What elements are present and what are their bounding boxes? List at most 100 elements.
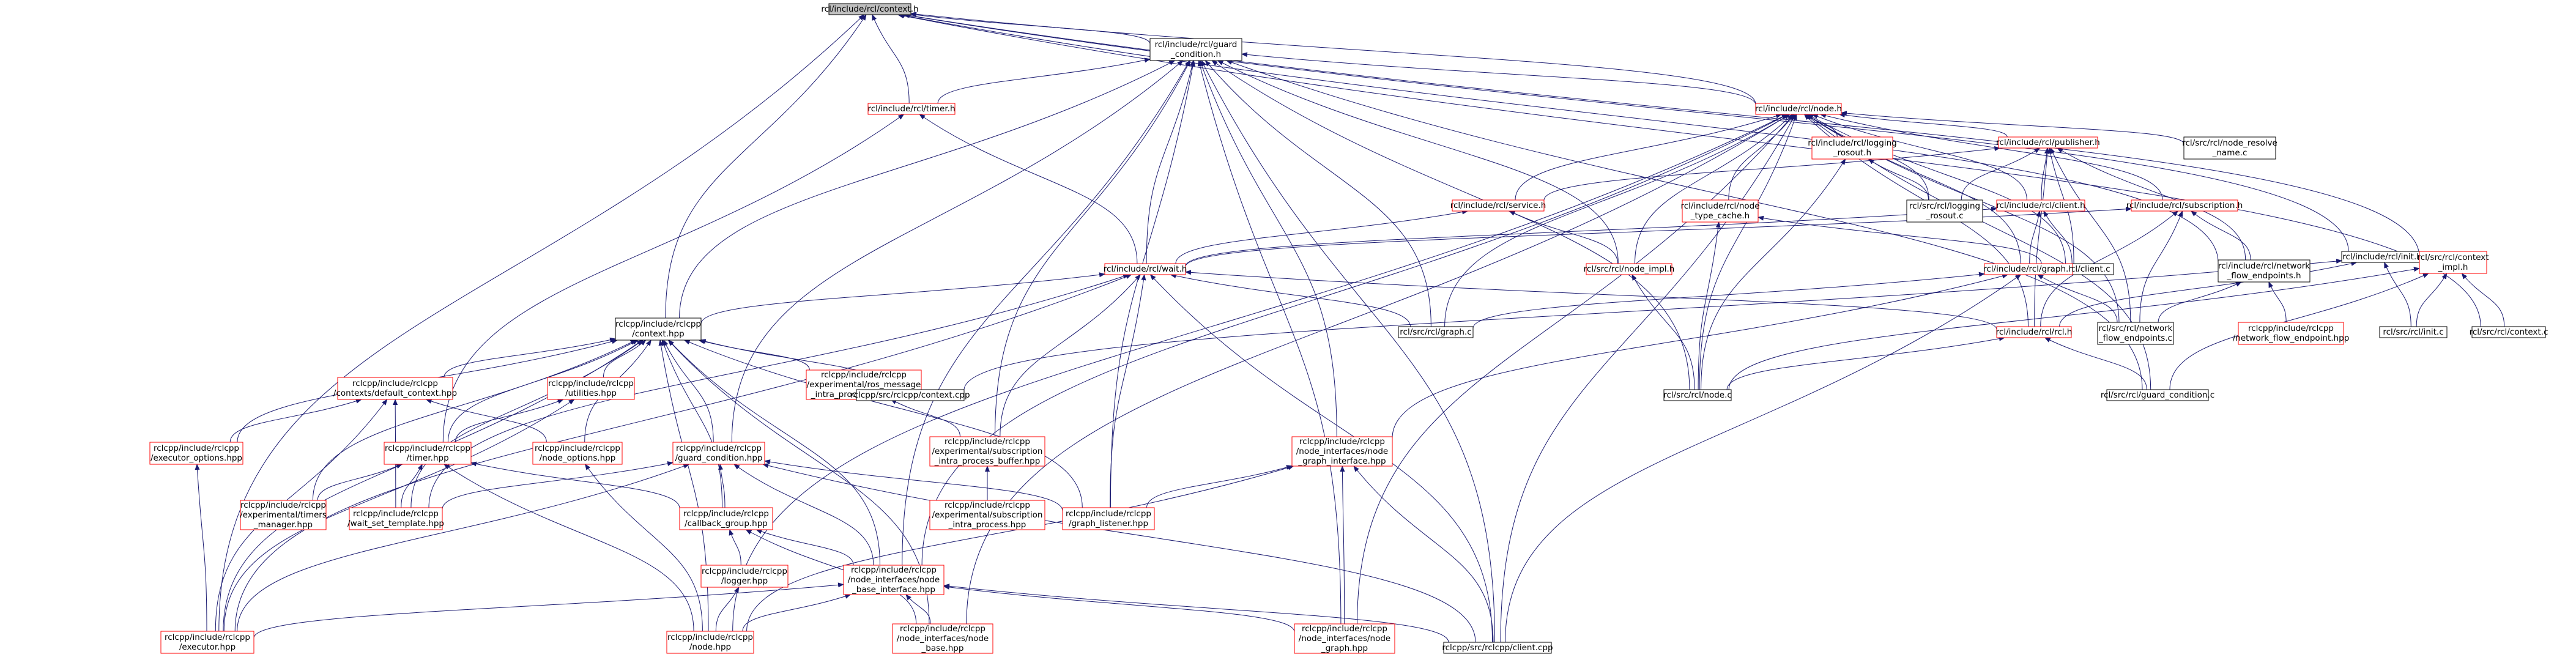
node-node_c[interactable]: rcl/src/rcl/node.c (1663, 389, 1732, 401)
node-utilities_hpp[interactable]: rclcpp/include/rclcpp/utilities.hpp (547, 377, 635, 400)
node-node_hpp[interactable]: rclcpp/include/rclcpp/node.hpp (666, 631, 754, 654)
node-label: rcl/include/rcl/rcl.h (1996, 327, 2073, 337)
node-label: rclcpp/include/rclcpp/logger.hpp (702, 566, 787, 586)
edge-wait_h-to-timer_h (919, 114, 1138, 264)
node-client_h[interactable]: rcl/include/rcl/client.h (1996, 199, 2085, 212)
node-service_h[interactable]: rcl/include/rcl/service.h (1450, 199, 1546, 212)
node-label: rcl/include/rcl/node_type_cache.h (1680, 201, 1759, 221)
node-box (2183, 136, 2276, 160)
node-init_h[interactable]: rcl/include/rcl/init.h (2341, 251, 2423, 263)
node-label: rclcpp/include/rclcpp/network_flow_endpo… (2233, 324, 2350, 343)
node-timer_h[interactable]: rcl/include/rcl/timer.h (867, 103, 956, 115)
node-client_cpp[interactable]: rclcpp/src/rclcpp/client.cpp (1442, 642, 1553, 654)
edge-sub_ipb_hpp-to-guard_condition_h (995, 60, 1191, 437)
node-box (1996, 326, 2072, 338)
node-label: rclcpp/include/rclcpp/experimental/subsc… (932, 437, 1042, 466)
edge-client_h-to-publisher_h (2041, 147, 2049, 201)
node-box (1586, 263, 1672, 275)
node-publisher_h[interactable]: rcl/include/rcl/publisher.h (1996, 136, 2100, 149)
node-timer_hpp[interactable]: rclcpp/include/rclcpp/timer.hpp (384, 442, 472, 465)
node-label: rclcpp/include/rclcpp/node_interfaces/no… (897, 624, 989, 653)
node-context_h[interactable]: rcl/include/rcl/context.h (821, 3, 919, 15)
node-node_base_hpp[interactable]: rclcpp/include/rclcpp/node_interfaces/no… (892, 623, 993, 654)
node-box (1452, 199, 1545, 212)
edge-node_graph_interface_hpp-to-graph_h (1392, 273, 2009, 439)
edge-graph_h-to-client_h (2029, 210, 2041, 264)
node-sub_ipb_hpp[interactable]: rclcpp/include/rclcpp/experimental/subsc… (929, 436, 1045, 467)
node-network_flow_endpoints_c[interactable]: rcl/src/rcl/network_flow_endpoints.c (2097, 322, 2174, 345)
node-guard_condition_hpp[interactable]: rclcpp/include/rclcpp/guard_condition.hp… (672, 442, 765, 465)
edge-guard_condition_c-to-guard_condition_h (1226, 60, 2143, 390)
edge-node_type_cache_h-to-node_h (1728, 114, 1795, 201)
node-label: rcl/include/rcl/guard_condition.h (1155, 40, 1238, 59)
node-rcl_h[interactable]: rcl/include/rcl/rcl.h (1996, 326, 2073, 338)
node-node_type_cache_h[interactable]: rcl/include/rcl/node_type_cache.h (1680, 199, 1760, 223)
node-label: rclcpp/src/rclcpp/context.cpp (850, 390, 970, 400)
node-label: rcl/include/rcl/graph.h (1983, 264, 2074, 274)
node-node_impl_h[interactable]: rcl/src/rcl/node_impl.h (1584, 263, 1675, 275)
edge-guard_condition_hpp-to-rclcpp_context_hpp (663, 339, 714, 443)
edge-graph_c-to-graph_h (1472, 272, 1985, 328)
node-label: rclcpp/include/rclcpp/node_options.hpp (535, 443, 620, 463)
edge-client_c-to-node_type_cache_h (1758, 215, 2042, 264)
node-box (240, 500, 327, 530)
node-network_flow_endpoint_hpp[interactable]: rclcpp/include/rclcpp/network_flow_endpo… (2233, 322, 2350, 345)
edge-timers_manager_hpp-to-timer_hpp (317, 464, 403, 501)
edge-wait_set_template_hpp-to-rclcpp_context_hpp (410, 339, 644, 508)
node-rclcpp_context_hpp[interactable]: rclcpp/include/rclcpp/context.hpp (615, 317, 702, 341)
node-label: rcl/include/rcl/publisher.h (1996, 138, 2100, 147)
node-node_base_interface_hpp[interactable]: rclcpp/include/rclcpp/node_interfaces/no… (843, 565, 945, 595)
node-sub_intra_process_hpp[interactable]: rclcpp/include/rclcpp/experimental/subsc… (929, 500, 1045, 530)
node-context_impl_h[interactable]: rcl/src/rcl/context_impl.h (2417, 251, 2489, 274)
node-timers_manager_hpp[interactable]: rclcpp/include/rclcpp/experimental/timer… (240, 500, 327, 530)
node-executor_hpp[interactable]: rclcpp/include/rclcpp/executor.hpp (160, 631, 254, 654)
edge-wait_set_template_hpp-to-wait_h (428, 274, 1129, 508)
node-guard_condition_h[interactable]: rcl/include/rcl/guard_condition.h (1149, 38, 1242, 61)
edge-timer_h-to-guard_condition_h (937, 57, 1151, 104)
node-label: rclcpp/include/rclcpp/guard_condition.hp… (675, 443, 763, 463)
node-executor_options_hpp[interactable]: rclcpp/include/rclcpp/executor_options.h… (149, 442, 243, 465)
node-graph_listener_hpp[interactable]: rclcpp/include/rclcpp/graph_listener.hpp (1062, 507, 1155, 530)
node-node_options_hpp[interactable]: rclcpp/include/rclcpp/node_options.hpp (532, 442, 623, 465)
node-node_graph_interface_hpp[interactable]: rclcpp/include/rclcpp/node_interfaces/no… (1291, 436, 1393, 467)
edge-executor_options_hpp-to-default_context_hpp (229, 398, 362, 443)
node-label: rcl/src/rcl/guard_condition.c (2101, 390, 2214, 400)
node-label: rclcpp/include/rclcpp/timer.hpp (385, 443, 470, 463)
node-context_c[interactable]: rcl/src/rcl/context.c (2470, 326, 2548, 338)
node-logging_rosout_c[interactable]: rcl/src/rcl/logging_rosout.c (1906, 199, 1983, 223)
node-box (149, 442, 243, 465)
node-box (160, 631, 254, 654)
edge-rclcpp_context_hpp-to-context_h (665, 14, 867, 319)
node-guard_condition_c[interactable]: rcl/src/rcl/guard_condition.c (2101, 389, 2214, 401)
node-node_resolve_name_c[interactable]: rcl/src/rcl/node_resolve_name.c (2182, 136, 2277, 160)
node-logger_hpp[interactable]: rclcpp/include/rclcpp/logger.hpp (700, 565, 789, 588)
node-label: rclcpp/include/rclcpp/node_interfaces/no… (1299, 624, 1390, 653)
edge-node_impl_h-to-node_h (1635, 114, 1794, 264)
node-label: rcl/src/rcl/logging_rosout.c (1909, 201, 1980, 221)
edge-node_graph_hpp-to-node_base_interface_hpp (943, 584, 1295, 632)
edge-client_cpp-to-node_h (1500, 114, 1796, 643)
node-box (1291, 436, 1393, 467)
node-init_c[interactable]: rcl/src/rcl/init.c (2379, 326, 2448, 338)
node-node_graph_hpp[interactable]: rclcpp/include/rclcpp/node_interfaces/no… (1294, 623, 1395, 654)
node-box (1811, 136, 1893, 160)
node-graph_c[interactable]: rcl/src/rcl/graph.c (1398, 326, 1474, 338)
node-subscription_h[interactable]: rcl/include/rcl/subscription.h (2126, 199, 2243, 212)
edge-node_base_hpp-to-node_h (966, 114, 1791, 625)
node-label: rclcpp/include/rclcpp/context.hpp (615, 319, 701, 339)
node-wait_h[interactable]: rcl/include/rcl/wait.h (1104, 263, 1187, 275)
node-wait_set_template_hpp[interactable]: rclcpp/include/rclcpp/wait_set_template.… (347, 507, 444, 530)
node-graph_h[interactable]: rcl/include/rcl/graph.h (1983, 263, 2074, 275)
node-network_flow_endpoints_h[interactable]: rcl/include/rcl/network_flow_endpoints.h (2218, 259, 2311, 283)
node-logging_rosout_h[interactable]: rcl/include/rcl/logging_rosout.h (1808, 136, 1897, 160)
node-context_cpp[interactable]: rclcpp/src/rclcpp/context.cpp (850, 389, 970, 401)
edge-node_graph_interface_hpp-to-guard_condition_h (1199, 60, 1337, 437)
node-box (615, 317, 702, 341)
node-callback_group_hpp[interactable]: rclcpp/include/rclcpp/callback_group.hpp (679, 507, 773, 530)
node-ros_message_ipb_hpp[interactable]: rclcpp/include/rclcpp/experimental/ros_m… (806, 369, 922, 400)
node-label: rcl/src/rcl/node_resolve_name.c (2182, 138, 2277, 158)
edge-callback_group_hpp-to-timer_hpp (470, 461, 680, 509)
node-label: rclcpp/src/rclcpp/client.cpp (1442, 643, 1553, 653)
node-node_h[interactable]: rcl/include/rcl/node.h (1755, 103, 1842, 115)
node-default_context_hpp[interactable]: rclcpp/include/rclcpp/contexts/default_c… (333, 377, 457, 400)
